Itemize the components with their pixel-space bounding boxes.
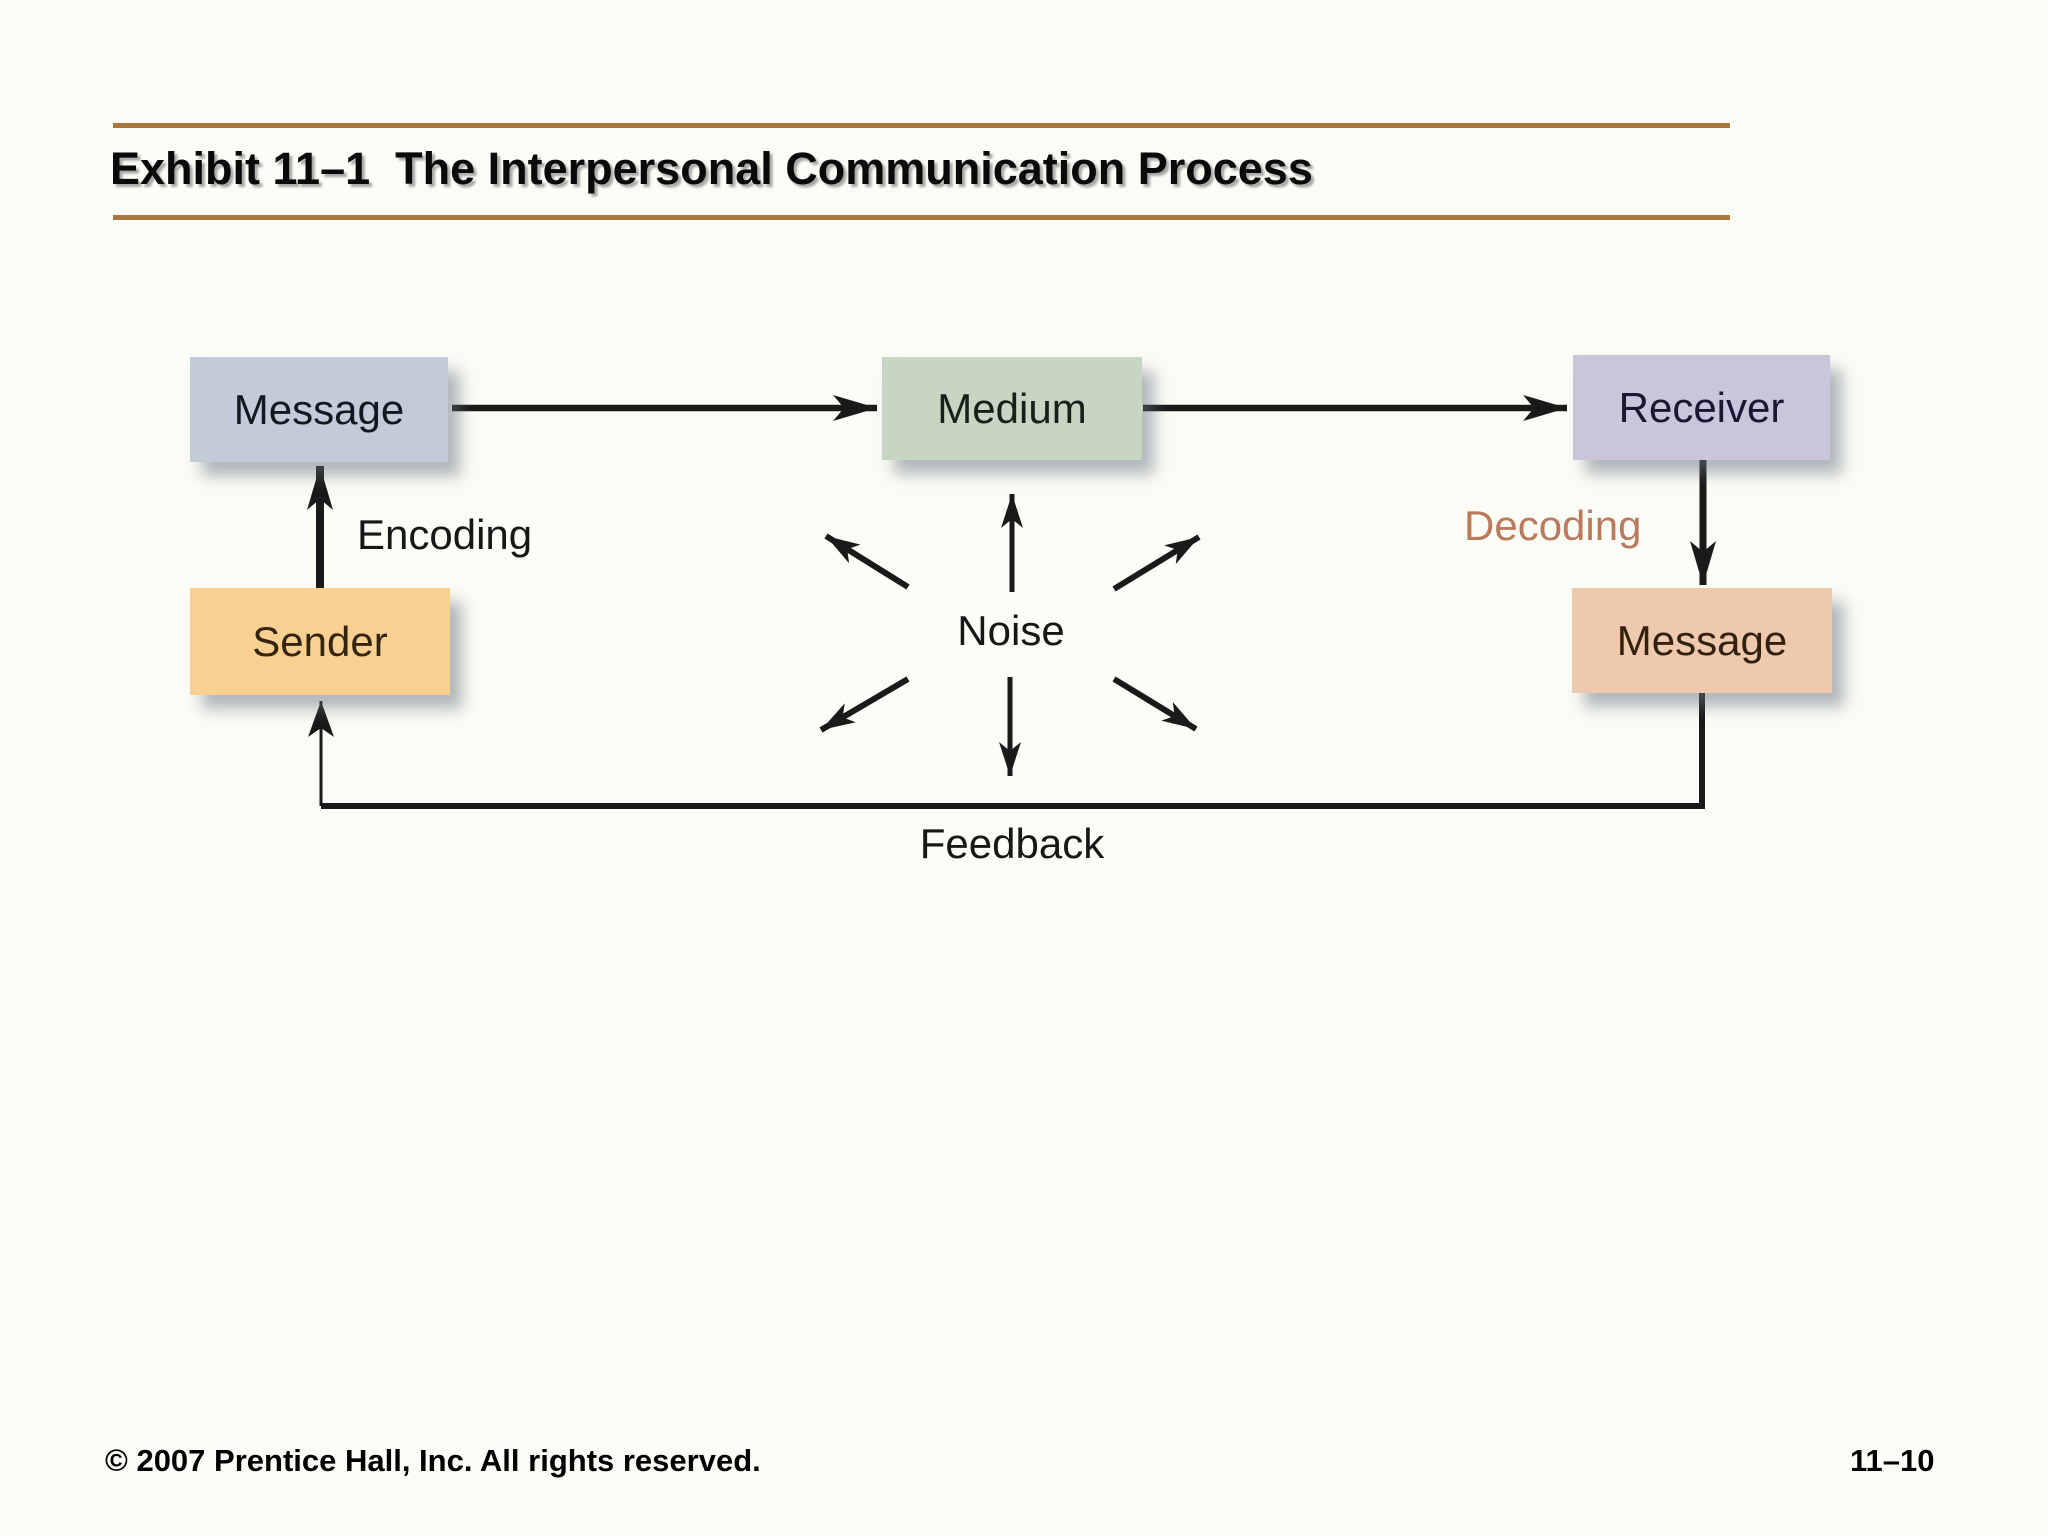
feedback-line [321, 693, 1705, 809]
medium-box-label: Medium [937, 384, 1087, 432]
medium-box: Medium [882, 357, 1142, 460]
message-box-right: Message [1572, 588, 1832, 693]
title-rule-top [113, 123, 1730, 128]
noise-arrow-lower-left [819, 676, 910, 733]
title-rule-bottom [113, 215, 1730, 220]
noise-label: Noise [957, 607, 1065, 654]
decoding-label: Decoding [1464, 502, 1642, 549]
message-box-right-label: Message [1616, 616, 1788, 664]
sender-box: Sender [190, 588, 450, 695]
feedback-label: Feedback [919, 820, 1105, 867]
receiver-box-label: Receiver [1618, 383, 1785, 431]
sender-box-label: Sender [252, 617, 388, 665]
message-box-top-left: Message [190, 357, 448, 462]
noise-arrow-lower-right [1112, 676, 1198, 732]
slide-number: 11–10 [1850, 1443, 1935, 1478]
encoding-label: Encoding [357, 511, 533, 558]
page-title: Exhibit 11–1 The Interpersonal Communica… [110, 143, 1313, 194]
noise-arrow-upper-left [824, 533, 910, 590]
copyright-text: © 2007 Prentice Hall, Inc. All rights re… [105, 1443, 761, 1478]
noise-arrow-upper-right [1112, 534, 1201, 592]
message-box-top-left-label: Message [233, 385, 405, 433]
receiver-box: Receiver [1573, 355, 1830, 460]
